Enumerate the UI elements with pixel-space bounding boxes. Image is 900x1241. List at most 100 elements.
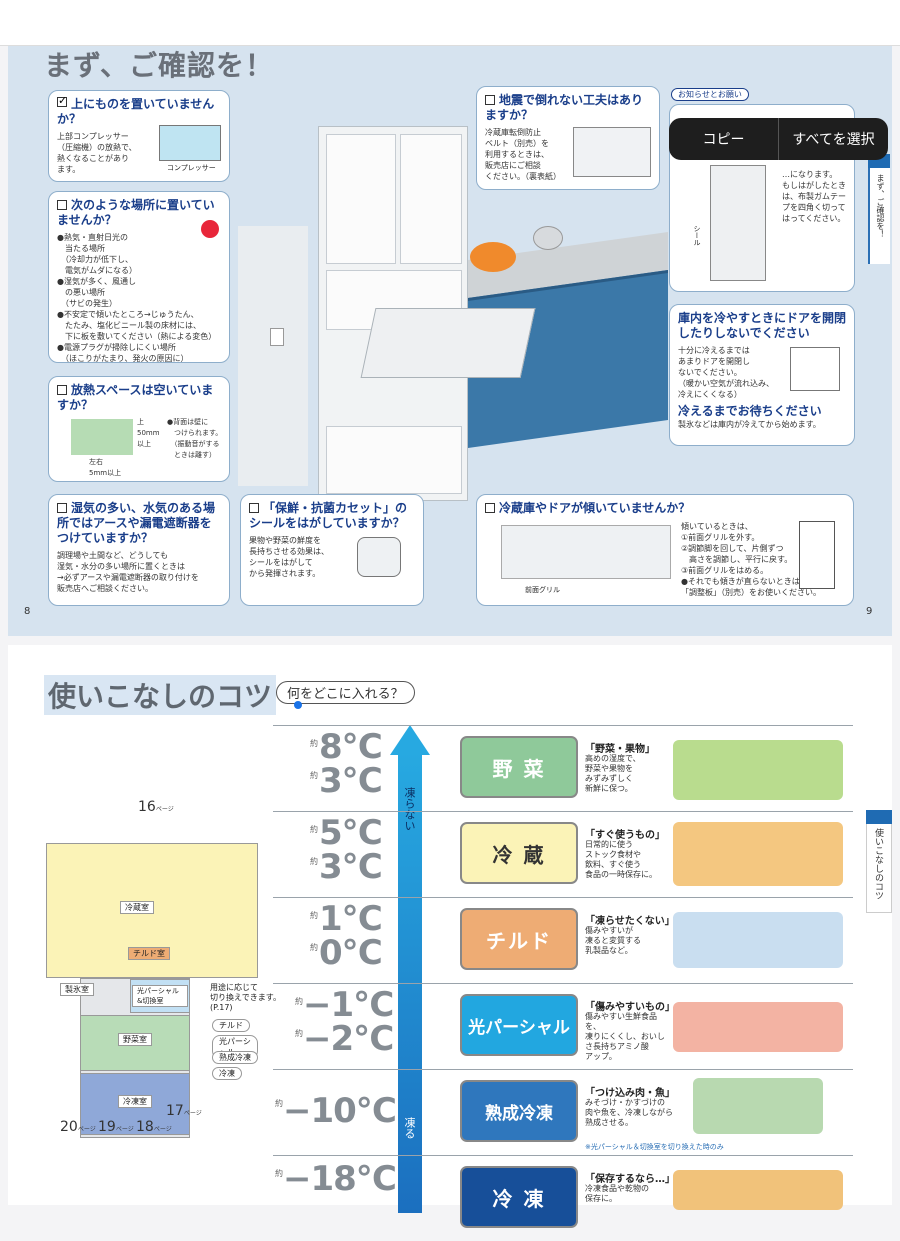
compartment-purpose: 「凍らせたくない」 <box>585 916 675 927</box>
kettle-icon <box>533 226 563 250</box>
compartment-row-chilled: 約 1℃ 約 0℃ チルド 「凍らせたくない」 傷みやすいが 凍ると変質する 乳… <box>273 897 853 983</box>
compartment-description: 傷みやすい生鮮食品を、 凍りにくくし、おいし さ長持ちアミノ酸 アップ。 <box>585 1012 665 1061</box>
box-body: 調理場や土間など、どうしても 湿気・水分の多い場所に置くときは →必ずアースや漏… <box>57 551 199 593</box>
compartment-row-partial: 約 −1℃ 約 −2℃ 光パーシャル 「傷みやすいもの」 傷みやすい生鮮食品を、… <box>273 983 853 1069</box>
temp-high: 8℃ <box>319 727 383 767</box>
select-all-button[interactable]: すべてを選択 <box>792 132 875 148</box>
temp-high: 5℃ <box>319 813 383 853</box>
box-title: 次のような場所に置いていませんか？ <box>57 198 215 227</box>
text-selection-menu: コピー すべてを選択 <box>669 118 888 160</box>
fridge-layout-diagram: 冷蔵室 チルド室 製氷室 光パーシャル&切換室 野菜室 冷凍室 用途に応じて 切… <box>46 799 281 1173</box>
fruit-icon <box>470 242 516 272</box>
box-body: 傾いているときは、 ①前面グリルを外す。 ②調節脚を回して、片側ずつ 高さを調節… <box>681 522 821 597</box>
box-body: 十分に冷えるまでは あまりドアを開閉し ないでください。 （暖かい空気が流れ込み… <box>678 346 774 399</box>
cassette-hand-icon <box>357 537 401 577</box>
compressor-label: コンプレッサー <box>167 164 216 172</box>
page-title: 使いこなしのコツ <box>44 675 277 715</box>
open-drawer-illustration <box>360 308 536 378</box>
clearance-top-label: 上 50mm 以上 <box>137 418 160 448</box>
compartment-purpose: 「保存するなら…」 <box>585 1174 675 1185</box>
fridge-freezer-drawer <box>326 426 462 494</box>
box-body: …になります。 もしはがしたとき は、布製ガムテー プを四角く切って はってくだ… <box>782 170 846 223</box>
selection-handle-icon[interactable] <box>294 701 302 709</box>
label-vegetable: 野菜室 <box>118 1033 152 1046</box>
checkbox-icon <box>249 503 259 513</box>
checkbox-checked-icon <box>57 97 67 107</box>
clearance-side-label: 左右 5mm以上 <box>89 458 122 477</box>
compartment-badge: チルド <box>460 908 578 970</box>
box-body: ●熱気・直射日光の 当たる場所 （冷却力が低下し、 電気がムダになる） ●湿気が… <box>57 233 217 363</box>
label-ice-maker: 製氷室 <box>60 983 94 996</box>
compartment-purpose: 「つけ込み肉・魚」 <box>585 1088 675 1099</box>
checkbox-icon <box>57 503 67 513</box>
fridge-front-icon <box>799 521 835 589</box>
compartment-row-refrigerator: 約 5℃ 約 3℃ 冷 蔵 「すぐ使うもの」 日常的に使う ストック食材や 飲料… <box>273 811 853 897</box>
mode-chip: 冷凍 <box>212 1067 242 1080</box>
temp-high: 1℃ <box>319 899 383 939</box>
compartment-description: みそづけ・かすづけの 肉や魚を、冷凍しながら 熟成させる。 <box>585 1098 673 1127</box>
box-body: ●背面は壁に つけられます。 （振動音がする ときは離す） <box>167 418 223 459</box>
label-freezer: 冷凍室 <box>118 1095 152 1108</box>
check-box-seal: 「保鮮・抗菌カセット」のシールをはがしていますか？ 果物や野菜の鮮度を 長持ちさ… <box>240 494 424 606</box>
temp-low: 3℃ <box>319 761 383 801</box>
fridge-left-door <box>326 134 396 264</box>
box-title: 上にものを置いていませんか？ <box>57 97 215 126</box>
meat-fish-icon <box>673 1002 843 1052</box>
side-tab[interactable]: まず、ご確認を！ <box>868 154 890 264</box>
compartment-badge: 冷 蔵 <box>460 822 578 884</box>
compartment-purpose: 「野菜・果物」 <box>585 744 655 755</box>
temp-low: 0℃ <box>319 933 383 973</box>
copy-button[interactable]: コピー <box>702 132 745 148</box>
compartment-description: 高めの湿度で、 野菜や果物を みずみずしく 新鮮に保つ。 <box>585 754 641 793</box>
callout-page-17: 17ページ <box>166 1103 202 1119</box>
label-partial: 光パーシャル&切換室 <box>132 985 188 1007</box>
temp-value: −10℃ <box>283 1091 397 1131</box>
check-box-location: 次のような場所に置いていませんか？ ●熱気・直射日光の 当たる場所 （冷却力が低… <box>48 191 230 363</box>
belt-illustration <box>573 127 651 177</box>
check-box-quake: 地震で倒れない工夫はありますか？ 冷蔵庫転倒防止 ベルト（別売）を 利用するとき… <box>476 86 660 190</box>
check-box-space: 放熱スペースは空いていますか？ 上 50mm 以上 ●背面は壁に つけられます。… <box>48 376 230 482</box>
clearance-diagram <box>71 419 133 455</box>
drinks-icon <box>673 822 843 886</box>
compartment-badge: 野 菜 <box>460 736 578 798</box>
fridge-open-icon <box>790 347 840 391</box>
temp-low: −2℃ <box>303 1019 394 1059</box>
menu-divider <box>778 118 779 160</box>
wall-illustration <box>238 226 308 486</box>
compartment-purpose: 「すぐ使うもの」 <box>585 830 665 841</box>
vegetables-icon <box>673 740 843 800</box>
box-title: 湿気の多い、水気のある場所ではアースや漏電遮断器をつけていますか？ <box>57 501 216 545</box>
checkbox-icon <box>485 95 495 105</box>
compartment-row-vegetable: 約 8℃ 約 3℃ 野 菜 「野菜・果物」 高めの湿度で、 野菜や果物を みずみ… <box>273 725 853 811</box>
compartment-description: 冷凍食品や乾物の 保存に。 <box>585 1184 649 1203</box>
dairy-icon <box>673 912 843 968</box>
sun-icon <box>201 220 219 238</box>
compartment-row-aging-freezer: 約 −10℃ 熟成冷凍 「つけ込み肉・魚」 みそづけ・かすづけの 肉や魚を、冷凍… <box>273 1069 853 1155</box>
marinated-fish-icon <box>693 1078 823 1134</box>
page-spread-tips: 使いこなしのコツ 何をどこに入れる？ 使いこなしのコツ 凍らない 凍る 約 8℃… <box>8 645 892 1228</box>
notice-box-door: 庫内を冷やすときにドアを開閉したりしないでください 十分に冷えるまでは あまりド… <box>669 304 855 446</box>
grille-label: 前面グリル <box>525 586 560 594</box>
check-box-earth: 湿気の多い、水気のある場所ではアースや漏電遮断器をつけていますか？ 調理場や土間… <box>48 494 230 606</box>
mode-chip: チルド <box>212 1019 250 1032</box>
side-tab[interactable]: 使いこなしのコツ <box>866 810 892 913</box>
viewer-top-bar <box>0 0 900 46</box>
page-number-left: 8 <box>24 606 31 617</box>
compartment-purpose: 「傷みやすいもの」 <box>585 1002 675 1013</box>
wait-body: 製氷などは庫内が冷えてから始めます。 <box>678 420 821 429</box>
callout-page-20: 20ページ <box>60 1119 96 1135</box>
box-body: 冷蔵庫転倒防止 ベルト（別売）を 利用するときは、 販売店にご相談 ください。（… <box>485 128 561 181</box>
checkbox-icon <box>485 503 495 513</box>
box-title: 「保鮮・抗菌カセット」のシールをはがしていますか？ <box>249 501 408 530</box>
temp-low: 3℃ <box>319 847 383 887</box>
frozen-food-icon <box>673 1170 843 1210</box>
footnote: ※光パーシャル＆切換室を切り換えた時のみ <box>585 1143 724 1151</box>
page-title: まず、ご確認を！ <box>44 49 275 82</box>
box-title: 冷蔵庫やドアが傾いていませんか？ <box>499 501 691 515</box>
seal-label: シール <box>693 225 701 246</box>
box-body: 果物や野菜の鮮度を 長持ちさせる効果は、 シールをはがして から発揮されます。 <box>249 536 329 578</box>
compartment-badge: 熟成冷凍 <box>460 1080 578 1142</box>
label-refrigerator: 冷蔵室 <box>120 901 154 914</box>
arrow-head-icon <box>390 725 430 755</box>
label-chilled: チルド室 <box>128 947 170 960</box>
